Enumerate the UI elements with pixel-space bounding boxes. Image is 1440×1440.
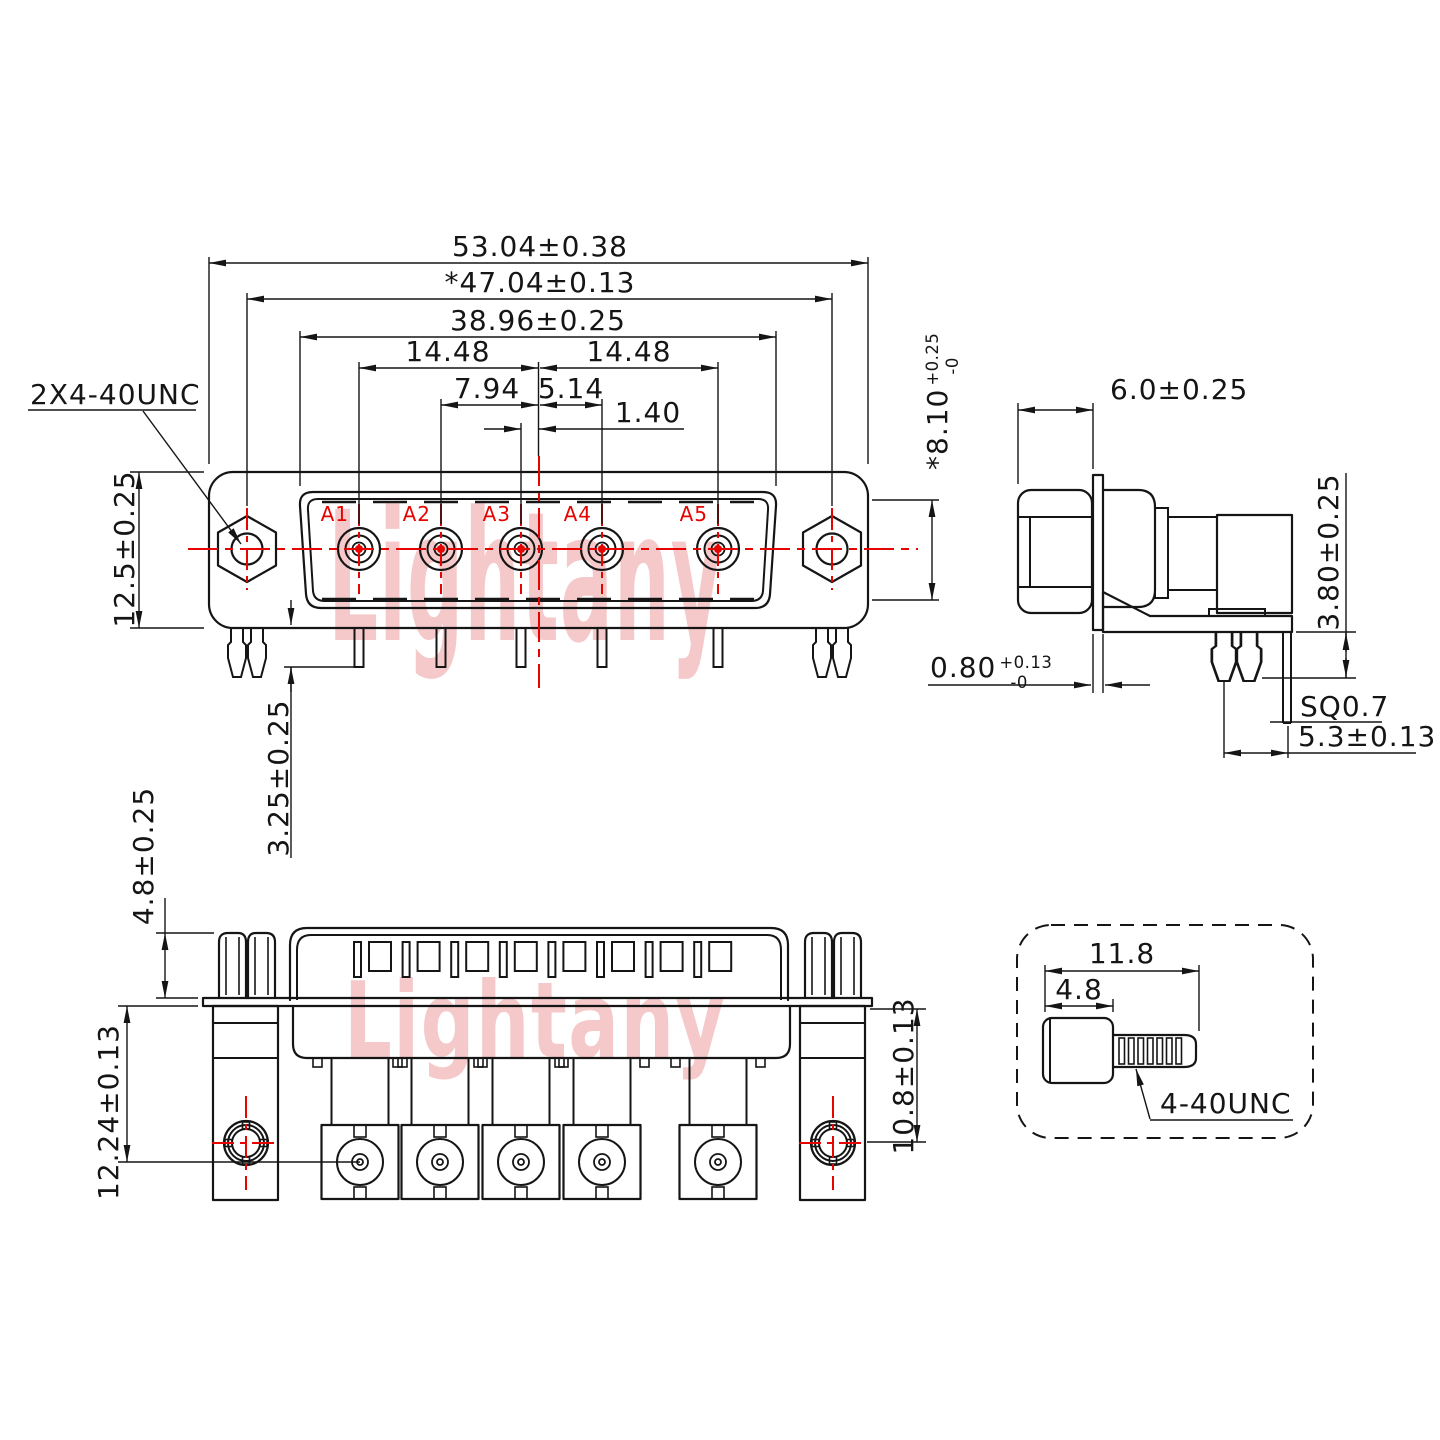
rear-bracket-right — [798, 1004, 867, 1202]
screw-detail-border — [1016, 924, 1314, 1139]
dim-contact-row-depth: 10.8±0.13 — [887, 997, 920, 1154]
screw-head — [1041, 1016, 1115, 1085]
dim-mounting-hole-spacing: *47.04±0.13 — [445, 266, 636, 299]
rear-hexnut-right — [803, 931, 863, 1000]
side-flange — [1091, 473, 1105, 632]
rear-view: 4.8±0.25 12.24±0.13 10.8±0.13 — [92, 787, 926, 1202]
rear-bracket-left — [211, 1004, 280, 1202]
contact-label-a5: A5 — [680, 502, 708, 526]
screw-detail: 11.8 4.8 4-40UNC — [1016, 924, 1314, 1139]
side-bracket-tab — [1208, 608, 1266, 617]
dim-pitch-a3-center: 1.40 — [615, 396, 681, 429]
dim-screw-overall-length: 11.8 — [1089, 937, 1155, 970]
dim-front-depth: 6.0±0.25 — [1110, 373, 1248, 406]
side-insulator — [1154, 507, 1169, 599]
side-pin-2 — [1235, 630, 1263, 683]
side-dimension-lines — [928, 406, 1350, 757]
screw-thread-label: 4-40UNC — [1160, 1087, 1292, 1120]
side-view: 6.0±0.25 0.80+0.13-0 3.80±0.25 SQ0.7 5.3… — [928, 373, 1436, 758]
dim-flange-thickness: 0.80+0.13-0 — [930, 651, 1052, 692]
dim-pin-row-offset: 5.3±0.13 — [1298, 720, 1436, 753]
dim-pin-cross-section: SQ0.7 — [1300, 690, 1389, 723]
contact-label-a4: A4 — [564, 502, 592, 526]
rear-flange — [201, 996, 874, 1008]
side-shell — [1101, 488, 1157, 609]
front-extension-lines — [130, 257, 939, 858]
dim-body-height: 12.5±0.25 — [108, 470, 141, 627]
thread-callout-leader — [142, 410, 242, 545]
front-dimension-lines — [135, 259, 936, 692]
dim-pitch-right: 14.48 — [586, 335, 671, 368]
front-shell-inner — [306, 498, 770, 602]
dim-screw-head-length: 4.8 — [1055, 973, 1103, 1006]
dim-nut-height: 4.8±0.25 — [127, 787, 160, 925]
dim-pitch-left: 14.48 — [405, 335, 490, 368]
thread-callout-label: 2X4-40UNC — [30, 378, 201, 411]
side-hexnut-lines — [1018, 516, 1092, 588]
dim-pitch-a2-center: 7.94 — [454, 372, 520, 405]
dim-pin-length: 3.80±0.25 — [1312, 473, 1345, 630]
screw-shaft — [1111, 1033, 1198, 1069]
rear-body-feet — [312, 1057, 766, 1068]
screw-thread-leader — [1135, 1068, 1151, 1120]
front-view: A1 A2 A3 A4 A5 — [28, 230, 962, 858]
side-rear-block — [1215, 513, 1294, 615]
rear-shell-outer — [288, 926, 790, 1002]
dim-shell-width: 38.96±0.25 — [450, 304, 626, 337]
watermark: Lightany Lightany — [328, 474, 724, 1082]
dim-pin-protrusion: 3.25±0.25 — [262, 699, 295, 856]
side-pin-1 — [1210, 630, 1238, 683]
rear-dimension-lines — [123, 933, 921, 1162]
dim-overall-width: 53.04±0.38 — [452, 230, 628, 263]
screw-threads — [1118, 1037, 1183, 1065]
dim-shell-height: *8.10+0.25-0 — [921, 333, 962, 470]
rear-centerlines — [212, 1096, 867, 1190]
side-body — [1167, 516, 1218, 591]
front-shell-outer — [298, 490, 778, 610]
rear-shell-inner — [296, 934, 782, 1000]
side-bracket — [1101, 590, 1294, 634]
contact-label-a3: A3 — [483, 502, 511, 526]
dim-pitch-center-a4: 5.14 — [538, 372, 604, 405]
contact-label-a1: A1 — [321, 502, 349, 526]
rear-coax-blocks — [320, 1123, 758, 1201]
rear-hexnut-left — [217, 931, 277, 1000]
contact-label-a2: A2 — [403, 502, 431, 526]
dim-bracket-depth: 12.24±0.13 — [92, 1024, 125, 1200]
screw-dimension-lines — [1045, 967, 1199, 1010]
